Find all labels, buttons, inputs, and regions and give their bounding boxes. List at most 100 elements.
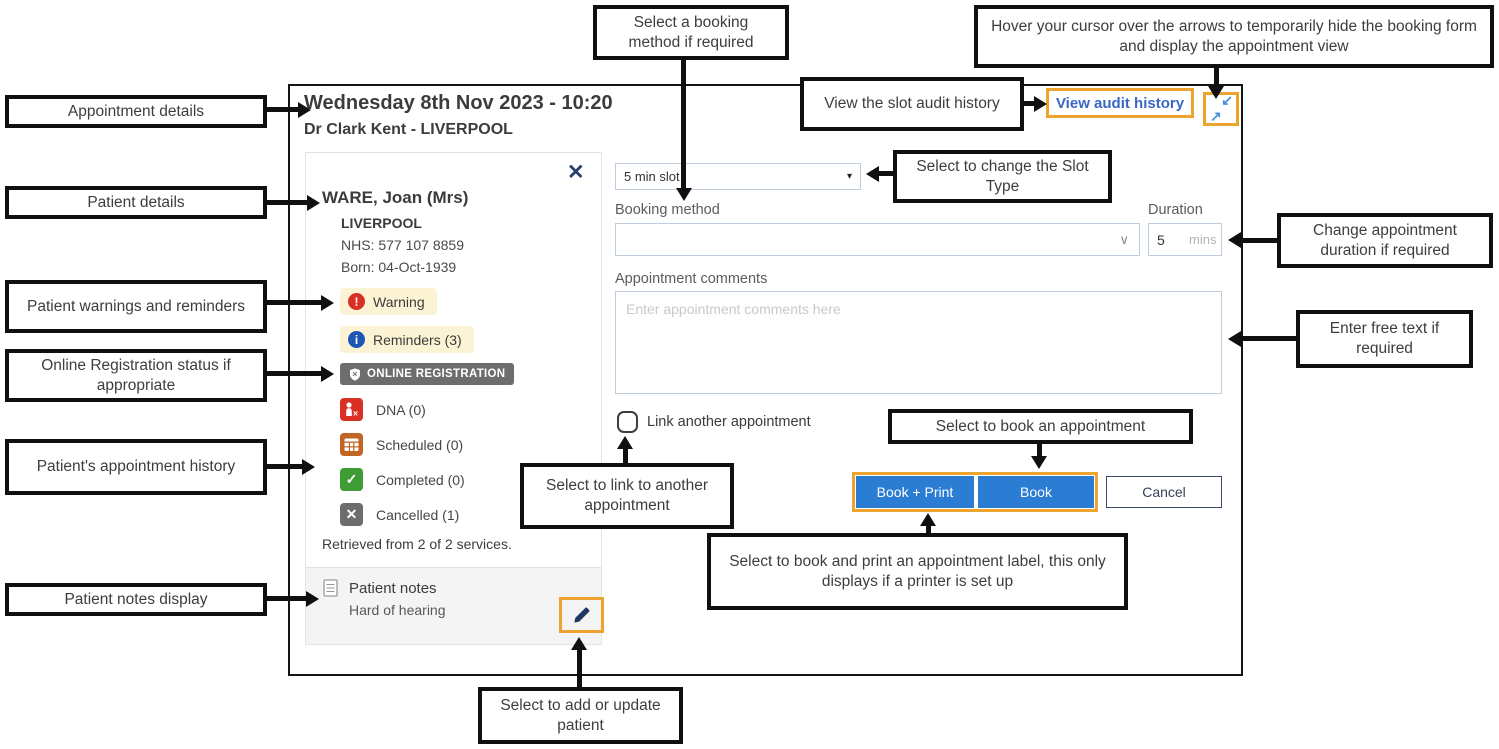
callout-arrow-line	[267, 464, 302, 469]
callout-arrow-line	[1037, 444, 1042, 456]
appointment-comments-label: Appointment comments	[615, 271, 768, 287]
edit-patient-button[interactable]	[559, 597, 604, 633]
callout-arrow-line	[1214, 68, 1219, 86]
arrow-right-icon	[306, 591, 319, 607]
patient-practice: LIVERPOOL	[341, 215, 422, 231]
history-label: DNA (0)	[376, 401, 426, 418]
arrow-up-icon	[571, 637, 587, 650]
callout-arrow-line	[267, 596, 306, 601]
callout-arrow-line	[1241, 336, 1296, 341]
booking-method-dropdown[interactable]: ∨	[615, 223, 1140, 256]
callout-appointment-details: Appointment details	[5, 95, 267, 128]
check-icon: ✓	[340, 468, 363, 491]
history-label: Completed (0)	[376, 471, 465, 488]
callout-arrow-line	[267, 107, 298, 112]
history-row-dna: × DNA (0)	[340, 398, 426, 421]
dropdown-caret-icon: ▾	[846, 171, 852, 182]
reminders-badge[interactable]: i Reminders (3)	[340, 326, 474, 353]
collapse-arrow-icon: ↗	[1210, 108, 1222, 124]
callout-arrow-line	[1024, 101, 1034, 106]
clinician-location-subtitle: Dr Clark Kent - LIVERPOOL	[304, 121, 513, 138]
arrow-right-icon	[321, 366, 334, 382]
patient-notes-panel	[306, 567, 601, 644]
reminders-label: Reminders (3)	[373, 331, 462, 348]
callout-appointment-history: Patient's appointment history	[5, 439, 267, 495]
arrow-right-icon	[307, 195, 320, 211]
link-appointment-label: Link another appointment	[647, 414, 811, 430]
callout-arrow-line	[267, 371, 321, 376]
callout-patient-warnings: Patient warnings and reminders	[5, 280, 267, 333]
svg-text:✕: ✕	[352, 371, 358, 378]
arrow-right-icon	[298, 102, 311, 118]
audit-history-highlight: View audit history	[1046, 88, 1194, 118]
services-retrieved-status: Retrieved from 2 of 2 services.	[322, 536, 512, 552]
warning-badge[interactable]: ! Warning	[340, 288, 437, 315]
arrow-left-icon	[1228, 331, 1241, 347]
callout-arrow-line	[267, 300, 321, 305]
dna-icon: ×	[340, 398, 363, 421]
callout-arrow-line	[577, 650, 582, 687]
callout-change-duration: Change appointment duration if required	[1277, 213, 1493, 268]
callout-add-update-patient: Select to add or update patient	[478, 687, 683, 744]
arrow-down-icon	[1208, 86, 1224, 99]
arrow-up-icon	[920, 513, 936, 526]
document-icon	[323, 579, 338, 602]
arrow-down-icon	[676, 188, 692, 201]
svg-text:×: ×	[353, 409, 358, 419]
callout-select-booking-method: Select a booking method if required	[593, 5, 789, 60]
online-registration-label: ONLINE REGISTRATION	[367, 368, 506, 380]
patient-notes-text: Hard of hearing	[349, 602, 446, 618]
info-icon: i	[348, 331, 365, 348]
callout-arrow-line	[926, 526, 931, 533]
callout-online-registration: Online Registration status if appropriat…	[5, 349, 267, 402]
calendar-icon	[340, 433, 363, 456]
duration-unit: mins	[1189, 232, 1217, 247]
duration-label: Duration	[1148, 202, 1203, 218]
callout-arrow-line	[879, 171, 893, 176]
callout-slot-type: Select to change the Slot Type	[893, 150, 1112, 203]
cancel-button[interactable]: Cancel	[1106, 476, 1222, 508]
callout-link-another: Select to link to another appointment	[520, 463, 734, 529]
duration-input[interactable]	[1149, 231, 1189, 248]
arrow-right-icon	[321, 295, 334, 311]
callout-arrow-line	[1241, 238, 1277, 243]
patient-dob: Born: 04-Oct-1939	[341, 259, 457, 275]
close-icon[interactable]: ✕	[567, 161, 585, 184]
book-button[interactable]: Book	[978, 476, 1094, 508]
warning-label: Warning	[373, 293, 425, 310]
callout-patient-notes-display: Patient notes display	[5, 583, 267, 616]
callout-enter-free-text: Enter free text if required	[1296, 310, 1473, 368]
cross-icon: ✕	[340, 503, 363, 526]
arrow-left-icon	[1228, 232, 1241, 248]
pencil-icon	[574, 607, 590, 623]
callout-hover-cursor: Hover your cursor over the arrows to tem…	[974, 5, 1494, 68]
patient-nhs-number: NHS: 577 107 8859	[341, 237, 464, 253]
booking-method-label: Booking method	[615, 202, 720, 218]
history-label: Cancelled (1)	[376, 506, 460, 523]
collapse-arrow-icon: ↙	[1221, 92, 1233, 108]
history-row-completed: ✓ Completed (0)	[340, 468, 465, 491]
history-label: Scheduled (0)	[376, 436, 464, 453]
chevron-down-icon: ∨	[1119, 231, 1129, 247]
book-buttons-highlight	[852, 472, 1098, 512]
callout-patient-details: Patient details	[5, 186, 267, 219]
arrow-left-icon	[866, 166, 879, 182]
callout-view-slot-audit: View the slot audit history	[800, 77, 1024, 131]
patient-name: WARE, Joan (Mrs)	[322, 188, 469, 207]
patient-notes-title: Patient notes	[349, 580, 437, 597]
arrow-right-icon	[1034, 96, 1047, 112]
warning-icon: !	[348, 293, 365, 310]
view-audit-history-link[interactable]: View audit history	[1055, 94, 1185, 112]
slot-type-dropdown[interactable]: 5 min slot ▾	[615, 163, 861, 190]
callout-book-appointment: Select to book an appointment	[888, 409, 1193, 444]
arrow-up-icon	[617, 436, 633, 449]
book-print-button[interactable]: Book + Print	[856, 476, 974, 508]
callout-book-print: Select to book and print an appointment …	[707, 533, 1128, 610]
callout-arrow-line	[623, 449, 628, 463]
duration-field: mins	[1148, 223, 1222, 256]
appointment-comments-input[interactable]	[615, 291, 1222, 394]
link-appointment-checkbox[interactable]	[617, 411, 638, 433]
history-row-cancelled: ✕ Cancelled (1)	[340, 503, 459, 526]
appointment-date-title: Wednesday 8th Nov 2023 - 10:20	[304, 92, 613, 114]
